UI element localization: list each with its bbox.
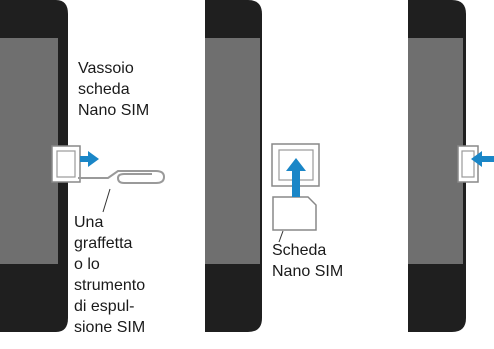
insert-arrow-in <box>471 151 494 167</box>
sim-tray-inserted <box>457 145 479 183</box>
phone-1 <box>0 0 68 332</box>
nano-sim-card <box>272 196 317 231</box>
tool-label-line-5: di espul- <box>74 298 135 315</box>
phone-3 <box>408 0 466 332</box>
tool-leader-line <box>102 188 111 213</box>
tray-label-line-3: Nano SIM <box>78 102 150 119</box>
tray-label-line-2: scheda <box>78 81 130 98</box>
tool-label-line-4: strumento <box>74 277 146 294</box>
tool-label-line-1: Una <box>74 214 104 231</box>
paperclip-tool <box>78 170 166 184</box>
insert-arrow-up <box>286 158 306 197</box>
card-leader-line <box>278 230 284 243</box>
card-label-line-2: Nano SIM <box>272 263 344 280</box>
eject-arrow-out <box>80 151 99 167</box>
sim-tray-partially-ejected <box>51 145 81 183</box>
tray-label: Vassoio scheda Nano SIM <box>78 58 149 121</box>
tool-label-line-3: o lo <box>74 256 100 273</box>
phone-2 <box>205 0 262 332</box>
card-label: Scheda Nano SIM <box>272 240 343 282</box>
card-label-line-1: Scheda <box>272 242 327 259</box>
tool-label-line-2: graffetta <box>74 235 133 252</box>
tray-label-line-1: Vassoio <box>78 60 134 77</box>
tool-label: Una graffetta o lo strumento di espul- s… <box>74 212 145 338</box>
tool-label-line-6: sione SIM <box>74 319 146 336</box>
